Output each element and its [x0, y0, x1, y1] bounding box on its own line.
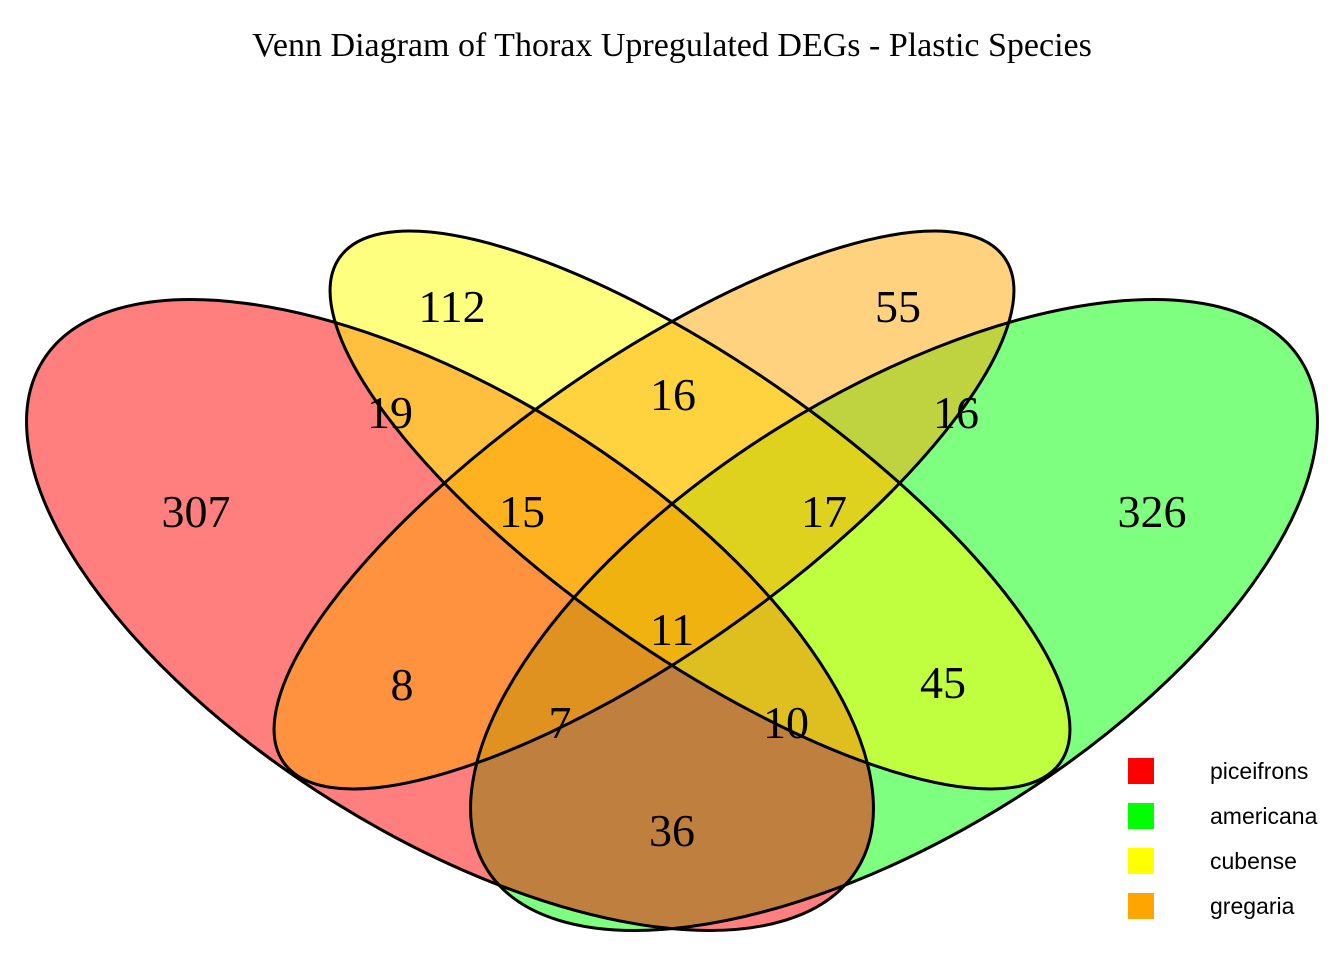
legend-label-piceifrons: piceifrons: [1210, 758, 1308, 784]
ellipse-piceifrons-outline: [25, 298, 875, 932]
region-count-piceifrons-americana-cubense: 10: [763, 697, 809, 748]
region-count-americana-cubense: 45: [920, 657, 966, 708]
region-count-piceifrons-americana: 36: [649, 805, 695, 856]
legend-item-gregaria: gregaria: [1128, 893, 1295, 919]
legend-label-cubense: cubense: [1210, 848, 1297, 874]
chart-title: Venn Diagram of Thorax Upregulated DEGs …: [252, 27, 1092, 64]
legend-label-gregaria: gregaria: [1210, 893, 1295, 919]
region-counts: 307 112 55 326 19 16 16 15 17 11 8 45 7 …: [162, 281, 1187, 856]
region-count-americana-cubense-gregaria: 17: [801, 486, 847, 537]
legend-item-americana: americana: [1128, 803, 1318, 829]
region-count-cubense: 112: [418, 281, 485, 332]
region-count-piceifrons-americana-gregaria: 7: [549, 697, 572, 748]
region-count-americana: 326: [1118, 486, 1187, 537]
region-count-piceifrons-cubense-gregaria: 15: [499, 486, 545, 537]
region-count-piceifrons-cubense: 19: [367, 387, 413, 438]
legend-item-piceifrons: piceifrons: [1128, 758, 1308, 784]
legend: piceifrons americana cubense gregaria: [1128, 758, 1318, 919]
region-count-piceifrons: 307: [162, 486, 231, 537]
region-count-cubense-gregaria: 16: [650, 369, 696, 420]
venn-ellipse-outlines: [25, 229, 1319, 932]
ellipse-gregaria-fill: [274, 231, 1014, 789]
legend-label-americana: americana: [1210, 803, 1318, 829]
legend-swatch-piceifrons: [1128, 758, 1154, 784]
legend-item-cubense: cubense: [1128, 848, 1297, 874]
region-count-all-four: 11: [650, 604, 694, 655]
legend-swatch-americana: [1128, 803, 1154, 829]
legend-swatch-gregaria: [1128, 893, 1154, 919]
region-count-piceifrons-gregaria: 8: [391, 659, 414, 710]
legend-swatch-cubense: [1128, 848, 1154, 874]
ellipse-cubense-outline: [328, 229, 1072, 791]
region-count-gregaria: 55: [875, 281, 921, 332]
venn-ellipse-fills: [26, 231, 1318, 931]
ellipse-americana-outline: [469, 298, 1319, 932]
ellipse-gregaria-outline: [272, 229, 1016, 791]
region-count-americana-gregaria: 16: [933, 387, 979, 438]
